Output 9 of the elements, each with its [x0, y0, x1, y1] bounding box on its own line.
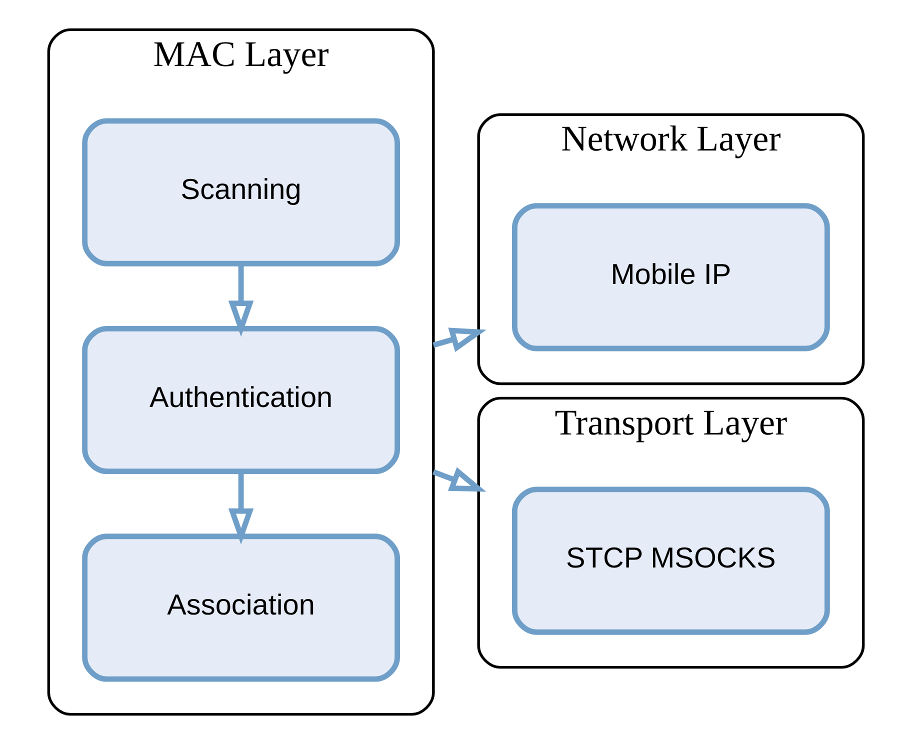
arrow — [432, 467, 486, 492]
node-box: Association — [82, 534, 400, 682]
arrow — [228, 471, 254, 545]
node-box: Scanning — [82, 118, 400, 266]
node-box: STCP MSOCKS — [512, 486, 830, 635]
node-box: Mobile IP — [512, 203, 830, 352]
arrow — [432, 328, 486, 352]
node-box: Authentication — [82, 326, 400, 474]
arrow — [228, 264, 254, 337]
